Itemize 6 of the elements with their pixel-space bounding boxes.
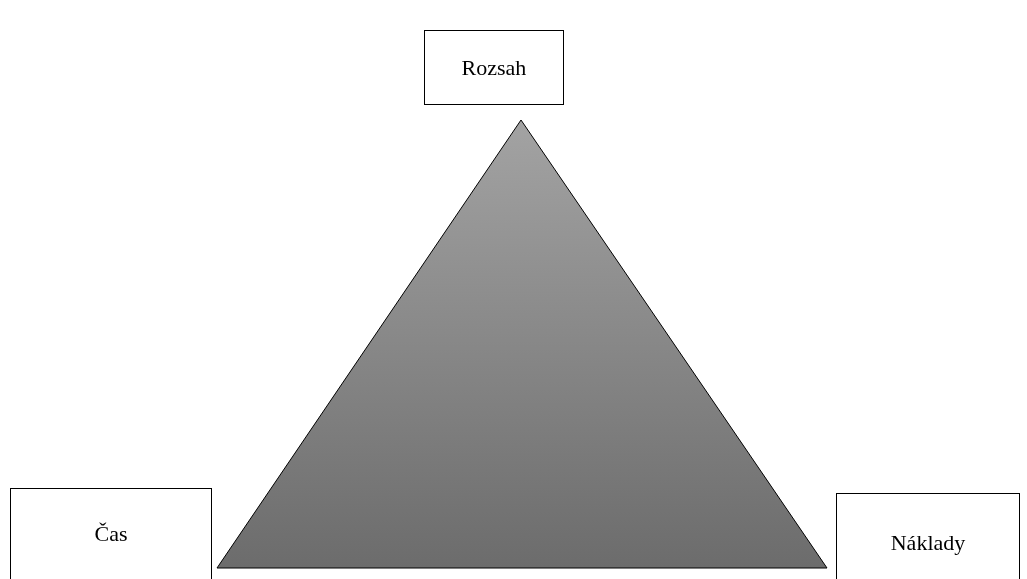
text-box [836, 493, 1020, 579]
text-box [424, 30, 564, 105]
text-box [10, 488, 212, 579]
node-label: Čas [94, 521, 128, 547]
node-label: Rozsah [461, 54, 527, 81]
node-label: Náklady [890, 530, 966, 556]
